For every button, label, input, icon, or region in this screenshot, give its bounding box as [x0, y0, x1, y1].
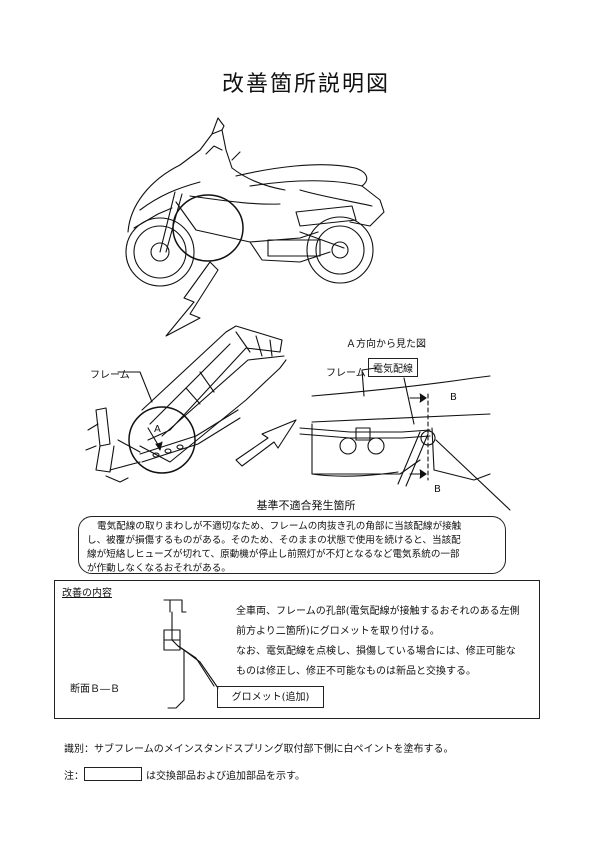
nonconformity-line: 線が短絡しヒューズが切れて、原動機が停止し前照灯が不灯となるなど電気系統の一部 — [87, 549, 460, 560]
arrow-right-icon — [235, 419, 297, 467]
frame-label-right: フレーム — [326, 368, 366, 379]
improvement-line: ものは修正し、修正不可能なものは新品と交換する。 — [236, 666, 476, 677]
wire-label: 電気配線 — [368, 358, 418, 377]
improvement-line: 全車両、フレームの孔部(電気配線が接触するおそれのある左側 — [236, 606, 520, 617]
section-b-top-label: B — [450, 392, 457, 403]
note-prefix: 注： — [64, 771, 84, 782]
detail-view-a — [299, 367, 511, 511]
section-b-b-label: 断面Ｂ―Ｂ — [70, 684, 120, 695]
view-a-caption: Ａ方向から見た図 — [346, 339, 426, 350]
a-marker-label: A — [154, 424, 161, 435]
legend-box — [84, 767, 142, 781]
nonconformity-line: 電気配線の取りまわしが不適切なため、フレームの肉抜き孔の角部に当該配線が接触 — [97, 521, 462, 532]
nonconformity-description: 電気配線の取りまわしが不適切なため、フレームの肉抜き孔の角部に当該配線が接触 し… — [78, 516, 506, 574]
grommet-label: グロメット(追加) — [217, 686, 324, 708]
nonconformity-title: 基準不適合発生箇所 — [256, 499, 356, 512]
nonconformity-line: し、被覆が損傷するものがある。そのため、そのままの状態で使用を続けると、当該配 — [87, 535, 461, 546]
frame-label-left: フレーム — [90, 370, 130, 381]
improvement-box — [54, 580, 540, 719]
note-suffix: は交換部品および追加部品を示す。 — [146, 771, 305, 782]
improvement-line: なお、電気配線を点検し、損傷している場合には、修正可能な — [236, 646, 516, 657]
scooter-illustration — [125, 117, 385, 287]
section-b-bottom-label: B — [434, 484, 441, 495]
improvement-content: 全車両、フレームの孔部(電気配線が接触するおそれのある左側 前方より二箇所)にグ… — [236, 602, 536, 682]
frame-illustration — [85, 325, 287, 483]
page-title: 改善箇所説明図 — [221, 72, 390, 97]
improvement-title: 改善の内容 — [62, 588, 112, 599]
arrow-down-icon — [165, 261, 219, 337]
section-b-b-drawing — [163, 599, 219, 709]
improvement-line: 前方より二箇所)にグロメットを取り付ける。 — [236, 626, 440, 637]
identification-note: 識別：サブフレームのメインスタンドスプリング取付部下側に白ペイントを塗布する。 — [64, 744, 454, 755]
nonconformity-line: が作動しなくなるおそれがある。 — [87, 563, 231, 574]
